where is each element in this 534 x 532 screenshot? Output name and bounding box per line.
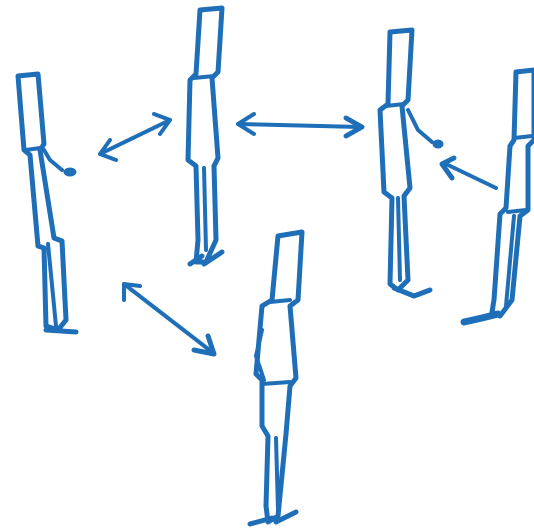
figure-bottom-center <box>250 232 302 524</box>
arrow-left-bottomcenter <box>124 284 214 354</box>
figure-far-right <box>464 70 534 322</box>
arrow-farright-rightcenter <box>442 158 496 188</box>
arrow-left-topcenter <box>100 114 170 160</box>
arrow-topcenter-rightcenter <box>238 114 362 136</box>
figure-top-center <box>188 8 222 264</box>
figure-right-center <box>380 30 443 296</box>
figure-left <box>18 74 76 332</box>
ink-layer <box>18 8 534 524</box>
